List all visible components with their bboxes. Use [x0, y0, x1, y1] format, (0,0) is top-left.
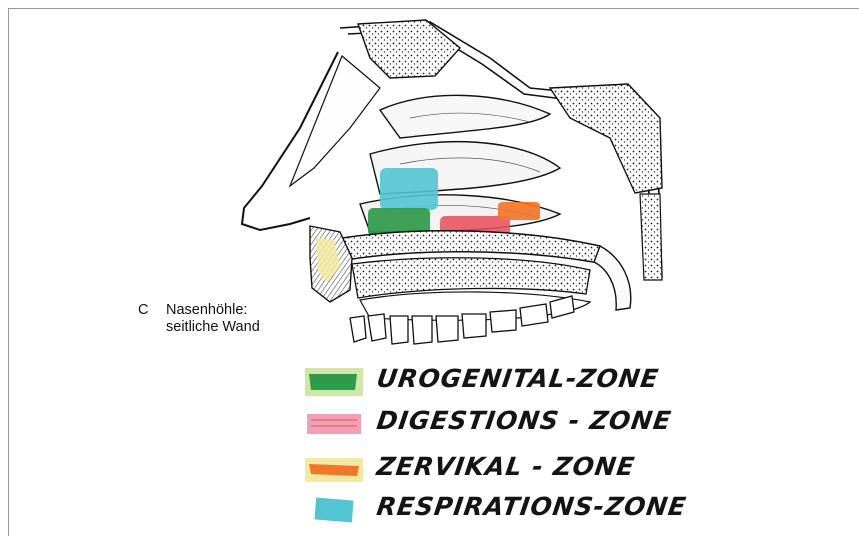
legend-row-cervical: ZERVIKAL - ZONE [305, 450, 685, 490]
frontal-bone [358, 20, 460, 78]
respiration-swatch [305, 496, 363, 524]
frame-left-border [8, 8, 9, 536]
legend-row-urogenital: UROGENITAL-ZONE [305, 362, 685, 402]
urogenital-swatch [305, 368, 363, 396]
caption-letter: C [138, 302, 148, 319]
digestion-swatch [305, 410, 363, 438]
caption-title: Nasenhöhle: [166, 302, 247, 319]
superior-concha [380, 95, 550, 138]
legend-label: UROGENITAL-ZONE [375, 364, 661, 393]
legend-label: RESPIRATIONS-ZONE [375, 492, 689, 521]
legend-label: ZERVIKAL - ZONE [375, 452, 637, 481]
legend-row-respiration: RESPIRATIONS-ZONE [305, 490, 685, 530]
soft-palate [594, 246, 631, 310]
respiration-zone-mark [380, 168, 438, 210]
cervical-swatch [305, 456, 363, 484]
zone-legend: UROGENITAL-ZONE DIGESTIONS - ZONE ZERVIK… [305, 362, 685, 532]
nasal-cavity-illustration [230, 18, 670, 348]
legend-label: DIGESTIONS - ZONE [375, 406, 673, 435]
frame-top-border [8, 8, 859, 9]
caption-subtitle: seitliche Wand [166, 319, 260, 336]
sphenoid-bone [550, 84, 662, 193]
cervical-zone-mark [498, 202, 540, 220]
legend-row-digestion: DIGESTIONS - ZONE [305, 404, 685, 444]
pharynx-wall [640, 194, 662, 280]
